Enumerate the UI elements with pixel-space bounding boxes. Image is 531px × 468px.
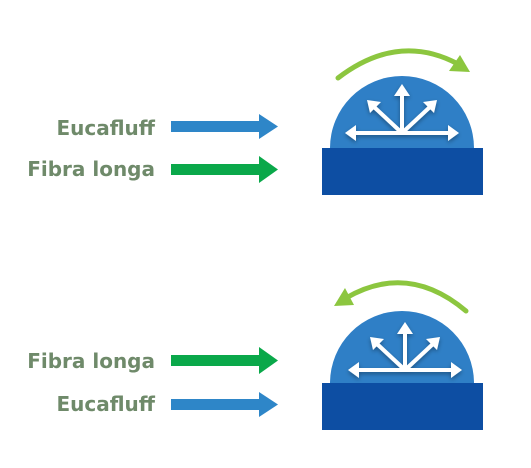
bottom-eucafluff-arrow [171, 392, 278, 417]
top-label-fibra-longa: Fibra longa [27, 157, 155, 181]
top-machine [322, 48, 483, 195]
bottom-machine [322, 280, 483, 430]
bottom-fibra-longa-arrow [171, 347, 278, 374]
bottom-label-fibra-longa: Fibra longa [27, 349, 155, 373]
bottom-dome [330, 311, 474, 383]
top-machine-base [322, 148, 483, 195]
bottom-label-eucafluff: Eucafluff [56, 392, 155, 416]
bottom-radial-arrows-icon [348, 322, 462, 378]
bottom-panel: Fibra longa Eucafluff [27, 280, 483, 430]
top-fibra-longa-arrow [171, 156, 278, 183]
top-radial-arrows-icon [345, 84, 459, 141]
bottom-machine-base [322, 383, 483, 430]
top-rotation-arrow-icon [335, 48, 470, 81]
bottom-rotation-arrow-icon [334, 280, 469, 314]
top-panel: Eucafluff Fibra longa [27, 48, 483, 195]
top-label-eucafluff: Eucafluff [56, 116, 155, 140]
top-eucafluff-arrow [171, 114, 278, 139]
